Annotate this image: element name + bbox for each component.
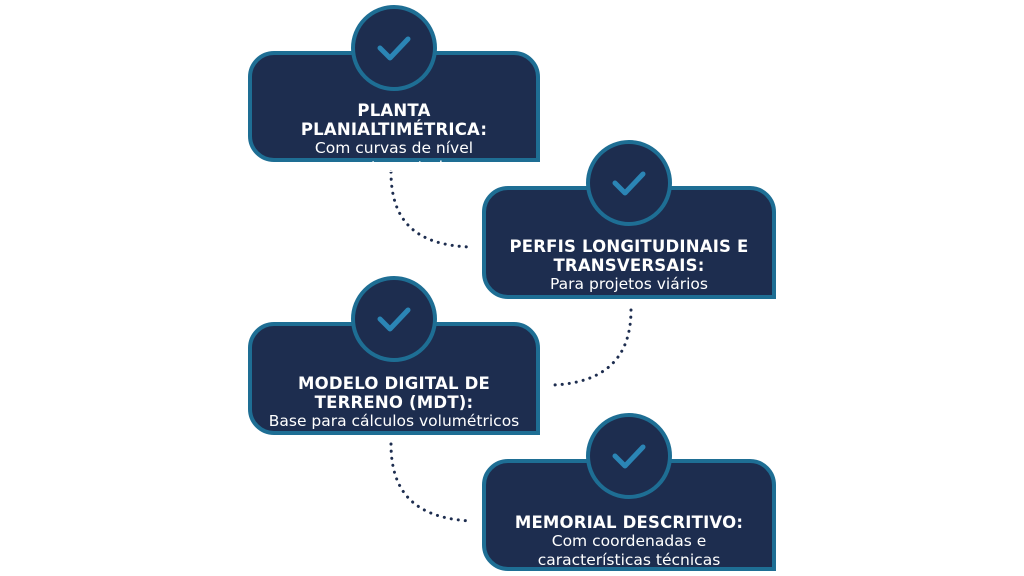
step-title-line: TERRENO (MDT): <box>314 393 474 412</box>
step-title: PLANTA PLANIALTIMÉTRICA: <box>300 101 488 139</box>
check-badge <box>586 413 672 499</box>
check-icon <box>612 171 646 196</box>
step-title-line: MODELO DIGITAL DE <box>298 374 490 393</box>
check-badge <box>586 140 672 226</box>
connector-1-to-2 <box>389 170 472 249</box>
step-title-line: TRANSVERSAIS: <box>553 256 705 275</box>
step-title: MEMORIAL DESCRITIVO: <box>514 513 744 532</box>
step-description-line: características técnicas <box>537 551 721 569</box>
step-description: Base para cálculos volumétricos <box>268 412 520 430</box>
step-description-line: Com coordenadas e <box>551 532 707 550</box>
check-icon <box>377 36 411 61</box>
connector-3-to-4 <box>389 442 472 523</box>
check-badge <box>351 276 437 362</box>
step-description-line: e pontos cotados <box>327 158 461 176</box>
check-icon <box>377 307 411 332</box>
step-description-line: Com curvas de nível <box>314 139 474 157</box>
connector-2-to-3 <box>551 308 633 387</box>
check-badge <box>351 5 437 91</box>
step-description: Para projetos viários <box>550 275 708 293</box>
step-title-line: PERFIS LONGITUDINAIS E <box>509 237 749 256</box>
check-icon <box>612 444 646 469</box>
step-card-planta-planialtimetrica: PLANTA PLANIALTIMÉTRICA: Com curvas de n… <box>248 51 540 176</box>
step-card-mdt: MODELO DIGITAL DE TERRENO (MDT): Base pa… <box>248 322 540 435</box>
